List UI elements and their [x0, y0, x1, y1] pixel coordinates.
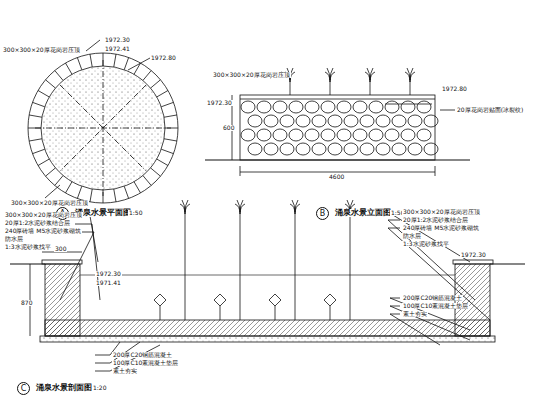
- annotation: 1972.30: [104, 37, 131, 43]
- annotation: 1:50: [128, 210, 143, 216]
- view-title: 涌泉水景立面图: [334, 209, 392, 217]
- annotation: 100厚C10素混凝土垫层: [402, 303, 469, 309]
- view-title: 涌泉水景剖面图: [35, 384, 93, 392]
- annotation: 100厚C10素混凝土垫层: [112, 360, 179, 366]
- annotation: 1:3水泥砂浆找平: [402, 241, 450, 247]
- annotation: 1972.80: [441, 86, 468, 92]
- annotation: 1:3水泥砂浆找平: [4, 244, 52, 250]
- annotation: 20厚1:2水泥砂浆结合层: [402, 217, 469, 223]
- annotation: 300: [54, 246, 67, 252]
- annotation: 300×300×20厚花岗岩压顶: [212, 72, 291, 78]
- annotation: 1972.80: [150, 55, 177, 61]
- annotation: 1971.41: [95, 280, 122, 286]
- annotation: 300×300×20厚花岗岩压顶: [4, 212, 83, 218]
- annotation: 1972.30: [460, 252, 487, 258]
- annotation: 240厚砖墙 M5水泥砂浆砌筑: [4, 228, 82, 234]
- view-title: 涌泉水景平面图: [74, 209, 132, 217]
- annotation: 600: [222, 125, 235, 131]
- annotation: 4600: [328, 174, 345, 180]
- annotation: 300×300×20厚花岗岩压顶: [402, 209, 481, 215]
- view-marker: C: [17, 382, 30, 395]
- annotation: 200厚C20钢筋混凝土: [402, 295, 463, 301]
- annotation: 200厚C20钢筋混凝土: [112, 352, 173, 358]
- annotation: 防水层: [4, 236, 24, 242]
- annotation: 1972.30: [95, 271, 122, 277]
- view-marker: B: [316, 207, 329, 220]
- annotation: 300×300×20厚花岗岩压顶: [10, 200, 89, 206]
- annotation: 20厚花岗岩贴面(冰裂纹): [456, 107, 524, 113]
- annotation: 20厚1:2水泥砂浆结合层: [4, 220, 71, 226]
- annotation: 素土夯实: [402, 311, 428, 317]
- annotation: 870: [20, 300, 33, 306]
- annotation: 300×300×20厚花岗岩压顶: [2, 47, 81, 53]
- annotation: 240厚砖墙 M5水泥砂浆砌筑: [402, 225, 480, 231]
- annotation: 1:20: [92, 385, 107, 391]
- annotation: 1972.30: [206, 100, 233, 106]
- annotation: 素土夯实: [112, 368, 138, 374]
- annotation: 防水层: [402, 233, 422, 239]
- view-letter: C: [21, 384, 27, 393]
- view-letter: B: [320, 209, 326, 218]
- annotation: 1972.41: [104, 46, 131, 52]
